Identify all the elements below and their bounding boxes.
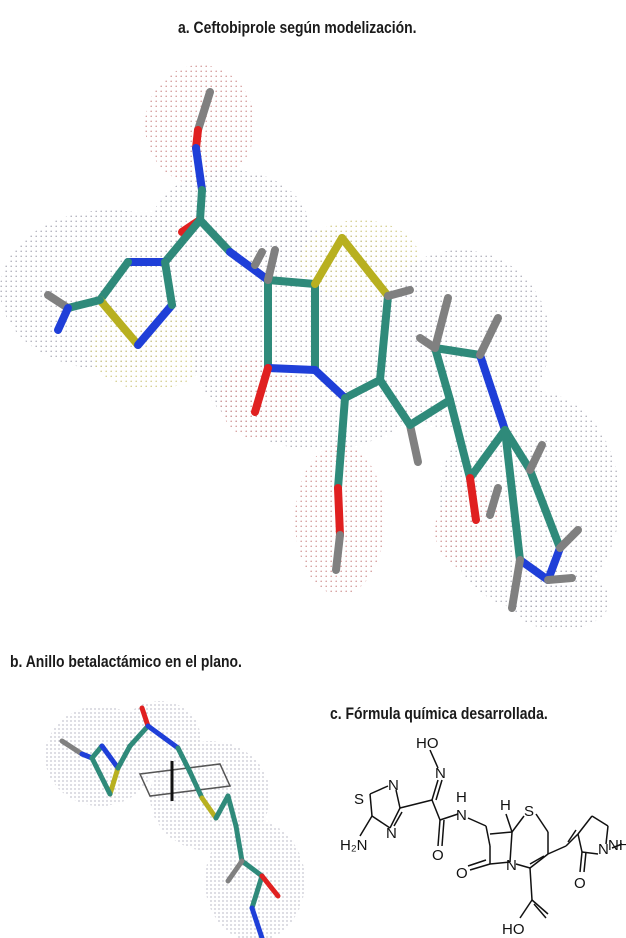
formula-label-o-amide: O [432,847,444,864]
molecular-surface-b [45,701,305,938]
formula-label-s-ring: S [354,791,364,808]
stick-bonds [44,88,582,612]
stick-bonds-b [59,705,281,938]
formula-label-s-ceph: S [524,803,534,820]
formula-label-n-oxime: N [435,765,446,782]
formula-label-n-lactam: N [506,857,517,874]
formula-label-ho-carboxyl: HO [502,921,525,938]
ceftobiprole-3d-model [0,65,620,630]
formula-bonds [359,749,623,919]
betalactam-plane-model [45,701,305,938]
formula-label-h-stereo: H [500,797,511,814]
formula-label-h2n: H₂N [340,837,368,854]
formula-label-n-pyrrolidinone: N [598,841,609,858]
formula-label-h-amide: H [456,789,467,806]
formula-label-o-lactam: O [456,865,468,882]
formula-label-nh-pyrrolidine: NH [608,837,626,854]
formula-label-n-amide: N [456,807,467,824]
lactam-plane [138,761,232,801]
caption-b: b. Anillo betalactámico en el plano. [10,652,242,671]
formula-label-n-ring1: N [388,777,399,794]
formula-label-ho: HO [416,735,439,752]
caption-a: a. Ceftobiprole según modelización. [178,18,417,37]
molecular-surface [0,65,620,630]
formula-label-n-ring2: N [386,825,397,842]
structural-formula: HO N N S N H₂N H N O H S N O O N NH HO [340,735,626,938]
formula-label-o-pyrrolidinone: O [574,875,586,892]
caption-c: c. Fórmula química desarrollada. [330,704,548,723]
